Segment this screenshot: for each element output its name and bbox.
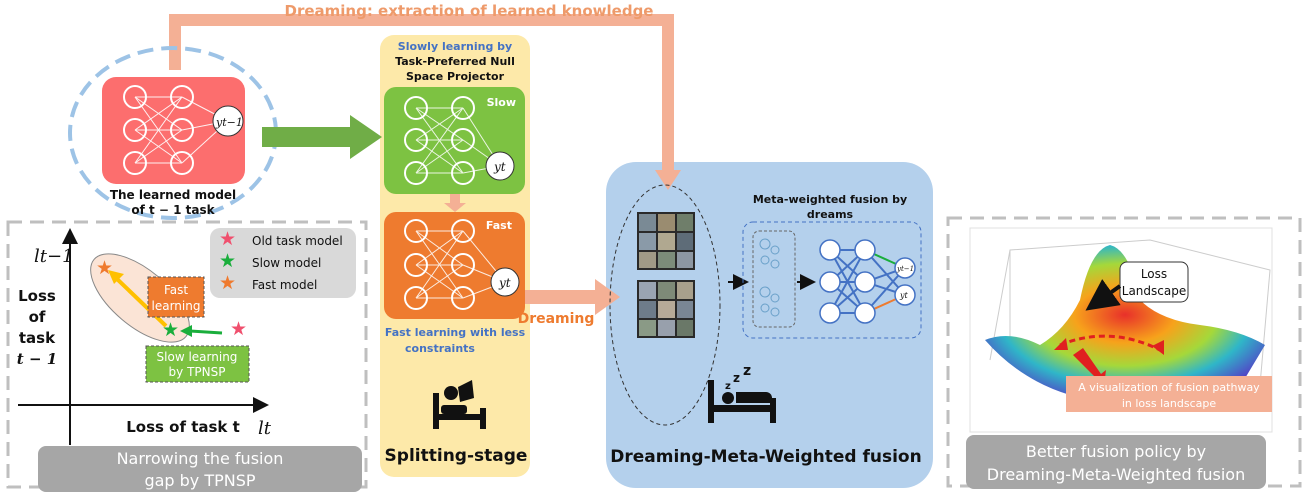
- transfer-arrow-green: [262, 115, 382, 159]
- weight-generator-nodes: [759, 238, 780, 317]
- dreaming-arrow: [525, 279, 620, 315]
- fused-out-1-label: yt−1: [896, 265, 914, 273]
- split-title-1: Slowly learning by: [398, 40, 512, 53]
- fusion-dashed-box: [742, 221, 922, 339]
- right-caption-box: [966, 435, 1266, 489]
- weight-generator-box: [752, 230, 796, 328]
- viz-caption-line-2: in loss landscape: [1122, 397, 1217, 410]
- viz-caption-line-1: A visualization of fusion pathway: [1078, 381, 1260, 394]
- fusion-stage-label: Dreaming-Meta-Weighted fusion: [610, 447, 921, 467]
- top-arrow-label: Dreaming: extraction of learned knowledg…: [285, 2, 654, 20]
- legend-star-slow-icon: ★: [219, 250, 237, 272]
- left-y-label-1: Loss: [18, 287, 56, 305]
- left-y-label-4: t − 1: [17, 350, 57, 368]
- dream-image-grid-1: [637, 212, 695, 270]
- fused-out-2-label: yt: [899, 291, 909, 300]
- right-caption-line-1: Better fusion policy by: [1026, 442, 1206, 461]
- viz-caption-box: [1066, 376, 1272, 412]
- slow-learning-arrowhead: [180, 325, 192, 337]
- loss-surface: [985, 245, 1265, 400]
- slow-model-star-icon: ★: [162, 319, 180, 341]
- slow-learning-line-1: Slow learning: [157, 350, 238, 364]
- left-caption-box: [38, 446, 362, 492]
- zzz-icon: z: [725, 381, 731, 392]
- fast-learning-box: [147, 276, 205, 318]
- dreaming-extraction-arrow: [169, 14, 681, 190]
- callout-arrow: [1085, 279, 1122, 311]
- legend-label-fast: Fast model: [252, 278, 317, 292]
- slow-label: Slow: [487, 96, 516, 109]
- fast-learning-line-2: learning: [152, 299, 201, 313]
- fusion-title-1: Meta-weighted fusion by: [753, 193, 907, 206]
- left-caption-line-2: gap by TPNSP: [144, 471, 255, 490]
- fast-model-star-icon: ★: [96, 257, 114, 279]
- learned-model-output-node: [212, 105, 244, 137]
- slow-output-label: yt: [493, 160, 506, 174]
- learned-model-label-2: of t − 1 task: [131, 203, 215, 217]
- splitting-stage-label: Splitting-stage: [385, 446, 528, 466]
- old-model-star-icon: ★: [230, 318, 248, 340]
- learned-model-output-label: yt−1: [215, 116, 243, 129]
- zzz-icon-2: z: [733, 371, 740, 385]
- fusion-pathway-curve: [1059, 334, 1161, 352]
- legend-star-fast-icon: ★: [219, 272, 237, 294]
- fast-caption-1: Fast learning with less: [385, 326, 526, 339]
- left-caption-line-1: Narrowing the fusion: [117, 449, 284, 468]
- left-x-axis-end: lt: [258, 418, 272, 439]
- left-y-label-2: of: [29, 308, 46, 326]
- dream-images-ellipse: [609, 184, 721, 426]
- pathway-arrow-left: [1054, 338, 1068, 350]
- split-title-3: Space Projector: [406, 70, 505, 83]
- slow-to-fast-arrow: [444, 194, 466, 212]
- learned-model-label-1: The learned model: [110, 188, 236, 202]
- sleeping-bed-icon: [708, 380, 776, 423]
- fusion-title-2: dreams: [807, 208, 854, 221]
- left-y-axis-top: lt−1: [34, 246, 74, 267]
- slow-learning-path: [189, 329, 223, 335]
- fast-output-label: yt: [498, 276, 511, 290]
- callout-line-1: Loss: [1141, 267, 1167, 281]
- left-y-label-3: task: [19, 329, 56, 347]
- dreaming-arrow-label: Dreaming: [518, 311, 595, 327]
- callout-line-2: Landscape: [1122, 284, 1186, 298]
- fast-learning-arrowhead: [108, 270, 124, 284]
- right-caption-line-2: Dreaming-Meta-Weighted fusion: [987, 465, 1245, 484]
- fast-label: Fast: [486, 219, 512, 232]
- fast-learning-line-1: Fast: [164, 283, 188, 297]
- fast-output-node: [490, 267, 520, 297]
- slow-learning-box: [145, 345, 250, 383]
- pathway-arrow-right: [1152, 340, 1164, 355]
- zzz-icon-3: z: [743, 363, 751, 379]
- left-x-label: Loss of task t: [126, 418, 240, 436]
- legend-star-old-icon: ★: [219, 228, 237, 250]
- plot-3d-box: [989, 239, 1271, 386]
- fast-caption-2: constraints: [405, 342, 475, 355]
- dream-image-grid-2: [637, 280, 695, 338]
- legend-label-slow: Slow model: [252, 256, 321, 270]
- legend-box: [210, 228, 356, 298]
- fast-learning-path: [114, 276, 168, 328]
- slow-learning-line-2: by TPNSP: [169, 365, 226, 379]
- split-title-2: Task-Preferred Null: [395, 55, 515, 68]
- reading-in-bed-icon: [433, 380, 486, 429]
- legend-label-old: Old task model: [252, 234, 343, 248]
- slow-output-node: [485, 151, 515, 181]
